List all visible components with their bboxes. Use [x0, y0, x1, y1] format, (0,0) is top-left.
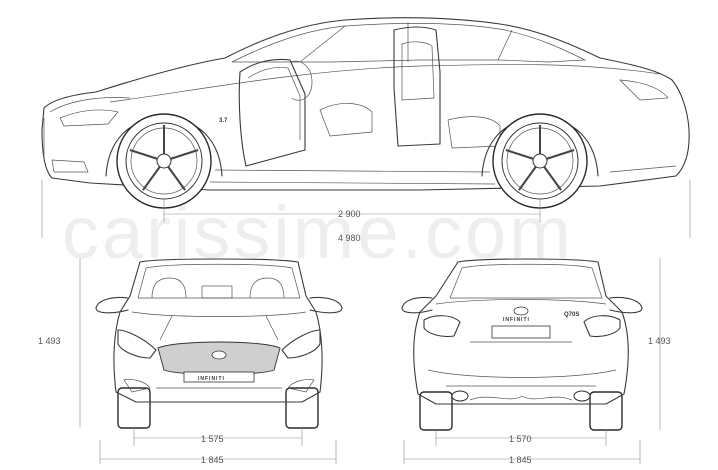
front-view-car: INFINITI — [95, 258, 343, 429]
watermark-text: carissime.com — [62, 191, 574, 274]
side-front-wheel — [116, 113, 212, 209]
front-dimension-lines — [79, 258, 337, 464]
wheelbase-label: 2 900 — [338, 209, 361, 219]
side-view-car: 3.7 — [41, 17, 690, 191]
rear-width-label: 1 845 — [509, 455, 532, 465]
rear-model-badge: Q70S — [564, 312, 579, 318]
rear-height-label: 1 493 — [648, 336, 671, 346]
rear-dimension-lines — [403, 258, 661, 464]
front-plate-brand: INFINITI — [198, 376, 225, 382]
rear-view-car: INFINITI Q70S — [401, 258, 643, 431]
rear-track-label: 1 570 — [509, 434, 532, 444]
front-height-label: 1 493 — [38, 336, 61, 346]
side-rear-wheel — [492, 113, 588, 209]
front-track-label: 1 575 — [201, 434, 224, 444]
rear-brand-badge: INFINITI — [503, 317, 530, 323]
side-dimension-lines — [41, 180, 691, 238]
side-model-badge: 3.7 — [219, 118, 228, 124]
front-width-label: 1 845 — [201, 455, 224, 465]
overall-length-label: 4 980 — [338, 233, 361, 243]
